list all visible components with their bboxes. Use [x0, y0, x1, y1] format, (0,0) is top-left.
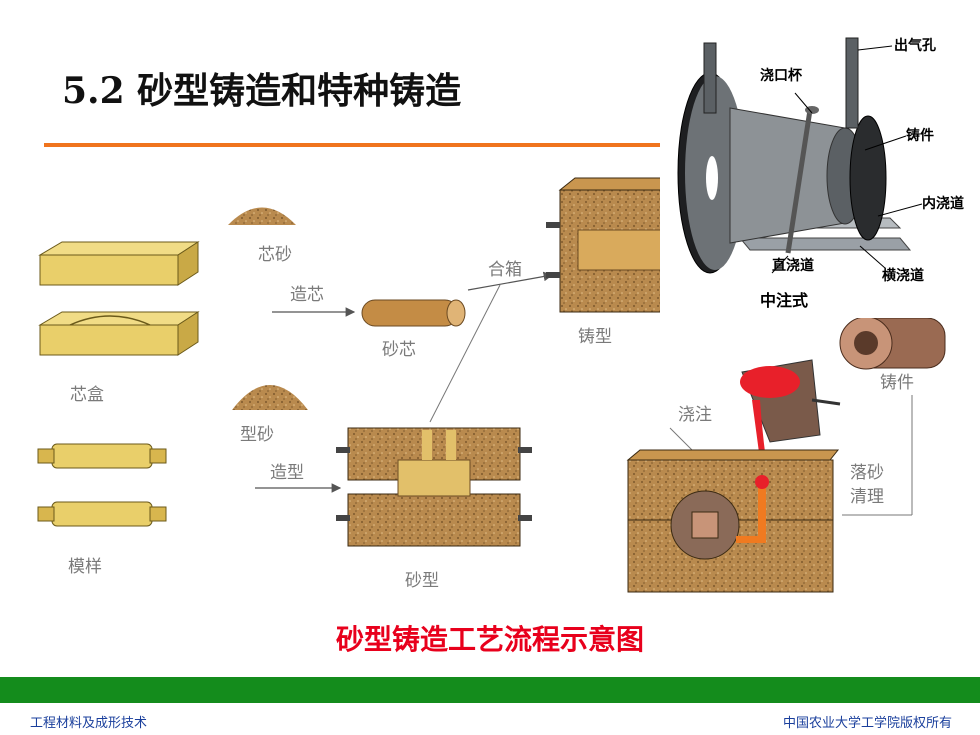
inset-label-riser: 出气孔: [894, 37, 936, 54]
footer-bar: [0, 677, 980, 703]
finished-casting-illustration: [839, 316, 946, 370]
mold-sand-pile: [232, 385, 308, 410]
footer-course-name: 工程材料及成形技术: [30, 716, 148, 731]
label-casting: 铸件: [880, 373, 914, 393]
label-shakeout: 落砂: [850, 463, 884, 483]
inset-label-pouring-cup: 浇口杯: [760, 67, 803, 84]
inset-label-sprue: 直浇道: [772, 257, 814, 274]
label-casting-mold: 铸型: [578, 327, 612, 347]
label-core: 砂芯: [382, 340, 416, 360]
assembly-link-line: [429, 284, 501, 423]
label-core-making: 造芯: [290, 285, 324, 305]
label-cleaning: 清理: [850, 487, 884, 507]
pattern-illustration: [37, 443, 167, 527]
inset-label-runner: 横浇道: [882, 267, 924, 284]
core-sand-pile: [228, 207, 296, 225]
label-core-box: 芯盒: [70, 385, 104, 405]
title-rule: [44, 143, 664, 147]
inset-caption: 中注式: [760, 291, 808, 310]
label-core-sand: 芯砂: [258, 245, 292, 265]
casting-mold-illustration: [546, 177, 677, 313]
sand-core-illustration: [361, 299, 466, 327]
label-mold-sand: 型砂: [240, 425, 274, 445]
pouring-ladle-illustration: [740, 359, 841, 460]
slide-title: 5.2 砂型铸造和特种铸造: [62, 70, 462, 112]
assembly-arrow: [467, 271, 554, 291]
label-assembly: 合箱: [488, 260, 522, 280]
inset-label-ingate: 内浇道: [922, 195, 964, 212]
gating-system-inset: 出气孔 浇口杯 铸件 内浇道 直浇道 横浇道 中注式: [660, 28, 980, 318]
label-pattern: 模样: [68, 557, 102, 577]
poured-mold-illustration: [626, 449, 840, 593]
inset-label-casting: 铸件: [906, 127, 934, 144]
footer-copyright: 中国农业大学工学院版权所有: [782, 716, 952, 731]
label-sand-mold: 砂型: [405, 571, 439, 591]
label-pouring: 浇注: [678, 405, 712, 425]
sand-casting-flow-diagram: 芯盒 模样 芯砂 造芯 砂芯 合箱 型砂 造型 砂型: [37, 177, 946, 593]
sand-mold-illustration: [336, 427, 532, 547]
diagram-caption: 砂型铸造工艺流程示意图: [335, 623, 644, 656]
core-box-illustration: [38, 241, 200, 356]
label-molding: 造型: [270, 463, 304, 483]
